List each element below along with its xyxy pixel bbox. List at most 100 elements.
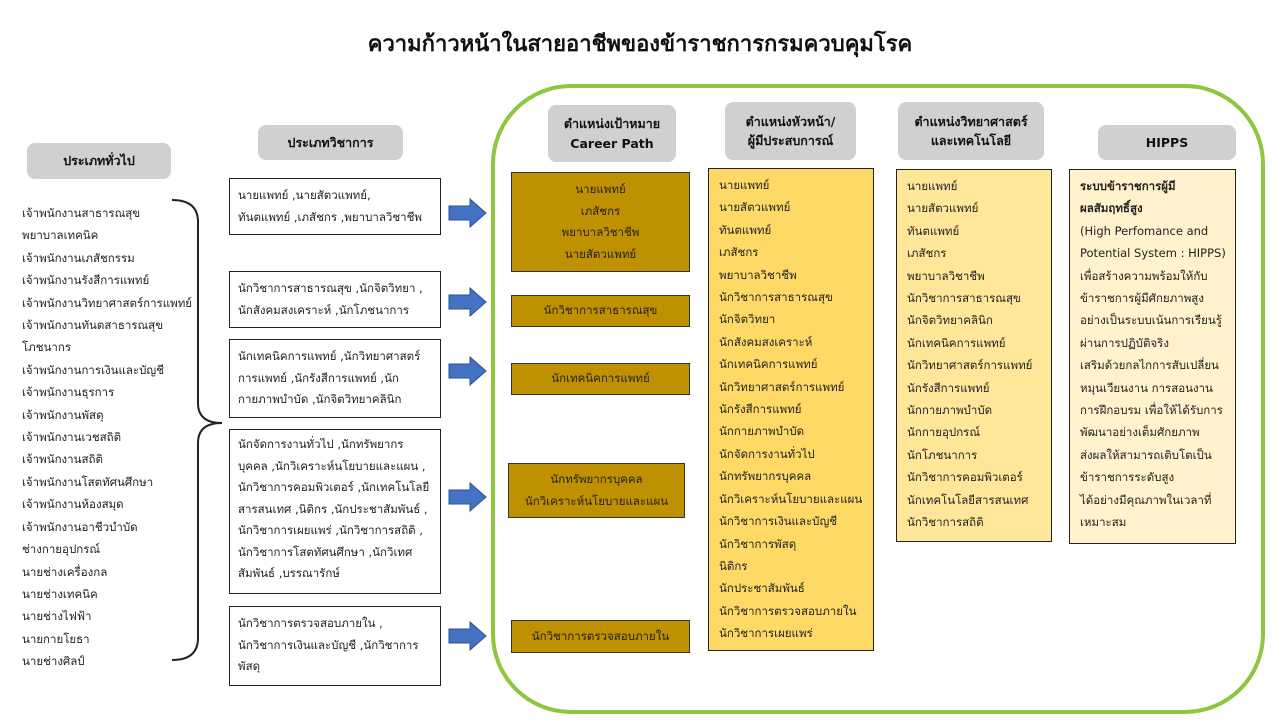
head-position-item: นักประชาสัมพันธ์	[719, 581, 805, 596]
header-target-line2: Career Path	[570, 135, 654, 151]
hipps-text-line: เหมาะสม	[1080, 515, 1127, 530]
academic-group-line: นักเทคนิคการแพทย์ ,นักวิทยาศาสตร์	[238, 349, 421, 363]
hipps-title-line: ผลสัมฤทธิ์สูง	[1080, 201, 1143, 216]
general-position-item: เจ้าพนักงานสาธารณสุข	[22, 206, 141, 220]
hipps-title-line: ระบบข้าราชการผู้มี	[1080, 179, 1176, 193]
general-position-item: เจ้าพนักงานอาชีวบำบัด	[22, 519, 138, 534]
hipps-text-line: ส่งผลให้สามารถเติบโตเป็น	[1080, 447, 1212, 462]
head-positions-box: นายแพทย์นายสัตวแพทย์ทันตแพทย์เภสัชกรพยาบ…	[708, 168, 874, 651]
target-position-line: นายแพทย์	[575, 182, 626, 196]
header-general: ประเภททั่วไป	[27, 143, 171, 179]
academic-group-line: นักจัดการงานทั่วไป ,นักทรัพยากร	[238, 437, 404, 451]
target-position-line: เภสัชกร	[580, 203, 621, 218]
general-position-item: นายกายโยธา	[22, 631, 90, 646]
target-position-line: นักวิชาการสาธารณสุข	[543, 303, 658, 318]
target-position-box: นักทรัพยากรบุคคลนักวิเคราะห์นโยบายและแผน	[508, 463, 685, 518]
head-position-item: นักวิทยาศาสตร์การแพทย์	[719, 379, 845, 394]
career-path-frame	[491, 84, 1265, 714]
target-position-line: พยาบาลวิชาชีพ	[561, 225, 640, 239]
head-position-item: นักกายภาพบำบัด	[719, 424, 805, 439]
header-hipps: HIPPS	[1098, 125, 1236, 160]
hipps-text-line: ข้าราชการระดับสูง	[1080, 470, 1175, 485]
head-position-item: นิติกร	[719, 558, 748, 573]
academic-group-line: นักวิชาการคอมพิวเตอร์ ,นักเทคโนโลยี	[238, 480, 430, 494]
sci-position-item: นักวิชาการสถิติ	[907, 515, 984, 530]
head-position-item: นักวิชาการเผยแพร่	[719, 626, 813, 641]
sci-position-item: นักวิชาการสาธารณสุข	[907, 291, 1021, 306]
general-position-item: นายช่างไฟฟ้า	[22, 609, 92, 624]
header-hipps-label: HIPPS	[1145, 134, 1189, 150]
hipps-text-line: การฝึกอบรม เพื่อให้ได้รับการ	[1080, 403, 1223, 418]
target-position-line: นักวิชาการตรวจสอบภายใน	[531, 628, 670, 643]
sci-position-item: นักเทคนิคการแพทย์	[907, 335, 1006, 350]
general-position-item: เจ้าพนักงานธุรการ	[22, 385, 115, 400]
academic-group-box: นักจัดการงานทั่วไป ,นักทรัพยากรบุคคล ,นั…	[229, 429, 441, 594]
target-position-line: นักวิเคราะห์นโยบายและแผน	[524, 493, 669, 508]
target-position-box: นักวิชาการตรวจสอบภายใน	[511, 620, 690, 653]
hipps-text-line: Potential System : HIPPS)	[1080, 246, 1226, 261]
target-position-line: นักเทคนิคการแพทย์	[551, 371, 650, 386]
header-head: ตำแหน่งหัวหน้า/ ผู้มีประสบการณ์	[725, 102, 856, 160]
sci-position-item: นักเทคโนโลยีสารสนเทศ	[907, 492, 1029, 507]
sci-position-item: นักรังสีการแพทย์	[907, 380, 990, 395]
header-sci: ตำแหน่งวิทยาศาสตร์ และเทคโนโลยี	[898, 102, 1044, 160]
header-general-label: ประเภททั่วไป	[63, 153, 135, 169]
header-head-line2: ผู้มีประสบการณ์	[747, 133, 834, 148]
academic-group-box: นักวิชาการตรวจสอบภายใน , นักวิชาการเงินแล…	[229, 606, 441, 686]
page-title: ความก้าวหน้าในสายอาชีพของข้าราชการกรมควบ…	[367, 32, 913, 57]
general-position-item: โภชนากร	[22, 340, 72, 355]
general-position-item: นายช่างศิลป์	[22, 654, 85, 669]
head-position-item: นักวิชาการตรวจสอบภายใน	[719, 603, 857, 618]
general-position-item: พยาบาลเทคนิค	[22, 228, 99, 243]
general-position-item: เจ้าพนักงานทันตสาธารณสุข	[22, 318, 164, 333]
head-position-item: นักทรัพยากรบุคคล	[719, 469, 812, 484]
general-position-item: เจ้าพนักงานสถิติ	[22, 452, 103, 467]
hipps-text-line: หมุนเวียนงาน การสอนงาน	[1080, 380, 1213, 395]
academic-group-line: บุคคล ,นักวิเคราะห์นโยบายและแผน ,	[238, 458, 426, 473]
header-sci-line2: และเทคโนโลยี	[930, 133, 1012, 148]
academic-group-box: นายแพทย์ ,นายสัตวแพทย์, ทันตแพทย์ ,เภสัชก…	[229, 178, 441, 235]
head-position-item: เภสัชกร	[719, 245, 759, 260]
target-position-line: นักทรัพยากรบุคคล	[550, 472, 643, 486]
academic-group-line: นักวิชาการตรวจสอบภายใน ,	[238, 616, 383, 630]
target-position-line: นายสัตวแพทย์	[564, 246, 637, 261]
sci-position-item: พยาบาลวิชาชีพ	[907, 268, 985, 283]
right-arrow-icon	[448, 481, 487, 513]
sci-position-item: นักกายอุปกรณ์	[907, 425, 980, 440]
head-position-item: นักรังสีการแพทย์	[719, 402, 802, 417]
head-position-item: ทันตแพทย์	[719, 222, 772, 237]
general-position-item: นายช่างเทคนิค	[22, 586, 98, 601]
academic-group-line: นักวิชาการเงินและบัญชี ,นักวิชาการ	[238, 637, 419, 652]
head-position-item: นักจิตวิทยา	[719, 312, 776, 327]
academic-group-line: นักวิชาการสาธารณสุข ,นักจิตวิทยา ,	[238, 281, 423, 295]
academic-group-line: นายแพทย์ ,นายสัตวแพทย์,	[238, 188, 371, 202]
head-position-item: พยาบาลวิชาชีพ	[719, 267, 797, 282]
target-position-box: นักเทคนิคการแพทย์	[511, 363, 690, 395]
academic-group-line: กายภาพบำบัด ,นักจิตวิทยาคลินิก	[238, 392, 402, 406]
target-position-box: นายแพทย์เภสัชกรพยาบาลวิชาชีพนายสัตวแพทย์	[511, 172, 690, 272]
head-position-item: นักวิเคราะห์นโยบายและแผน	[719, 491, 863, 506]
head-position-item: นายแพทย์	[719, 178, 770, 192]
right-arrow-icon	[448, 197, 487, 229]
sci-position-item: นักวิทยาศาสตร์การแพทย์	[907, 358, 1033, 373]
header-sci-line1: ตำแหน่งวิทยาศาสตร์	[914, 113, 1028, 129]
academic-group-line: ทันตแพทย์ ,เภสัชกร ,พยาบาลวิชาชีพ	[238, 209, 423, 224]
academic-group-line: นักสังคมสงเคราะห์ ,นักโภชนาการ	[238, 302, 409, 317]
general-position-item: เจ้าพนักงานโสตทัศนศึกษา	[22, 474, 154, 489]
head-position-item: นายสัตวแพทย์	[719, 200, 791, 215]
hipps-box: ระบบข้าราชการผู้มีผลสัมฤทธิ์สูง(High Per…	[1069, 169, 1236, 544]
head-position-item: นักวิชาการเงินและบัญชี	[719, 514, 838, 529]
head-position-item: นักวิชาการพัสดุ	[719, 536, 797, 551]
header-academic: ประเภทวิชาการ	[258, 125, 403, 160]
hipps-text-line: ได้อย่างมีคุณภาพในเวลาที่	[1080, 492, 1212, 507]
sci-position-item: นักโภชนาการ	[907, 447, 978, 462]
academic-group-line: นักวิชาการเผยแพร่ ,นักวิชาการสถิติ ,	[238, 523, 423, 537]
hipps-text-line: เสริมด้วยกลไกการสับเปลี่ยน	[1080, 358, 1219, 373]
header-target-line1: ตำแหน่งเป้าหมาย	[563, 116, 661, 132]
general-positions-list: เจ้าพนักงานสาธารณสุขพยาบาลเทคนิคเจ้าพนัก…	[22, 202, 192, 673]
head-position-item: นักเทคนิคการแพทย์	[719, 357, 818, 372]
general-position-item: เจ้าพนักงานพัสดุ	[22, 407, 104, 422]
head-position-item: นักวิชาการสาธารณสุข	[719, 290, 833, 305]
sci-position-item: นักกายภาพบำบัด	[907, 403, 993, 418]
general-position-item: เจ้าพนักงานเภสัชกรรม	[22, 250, 135, 265]
